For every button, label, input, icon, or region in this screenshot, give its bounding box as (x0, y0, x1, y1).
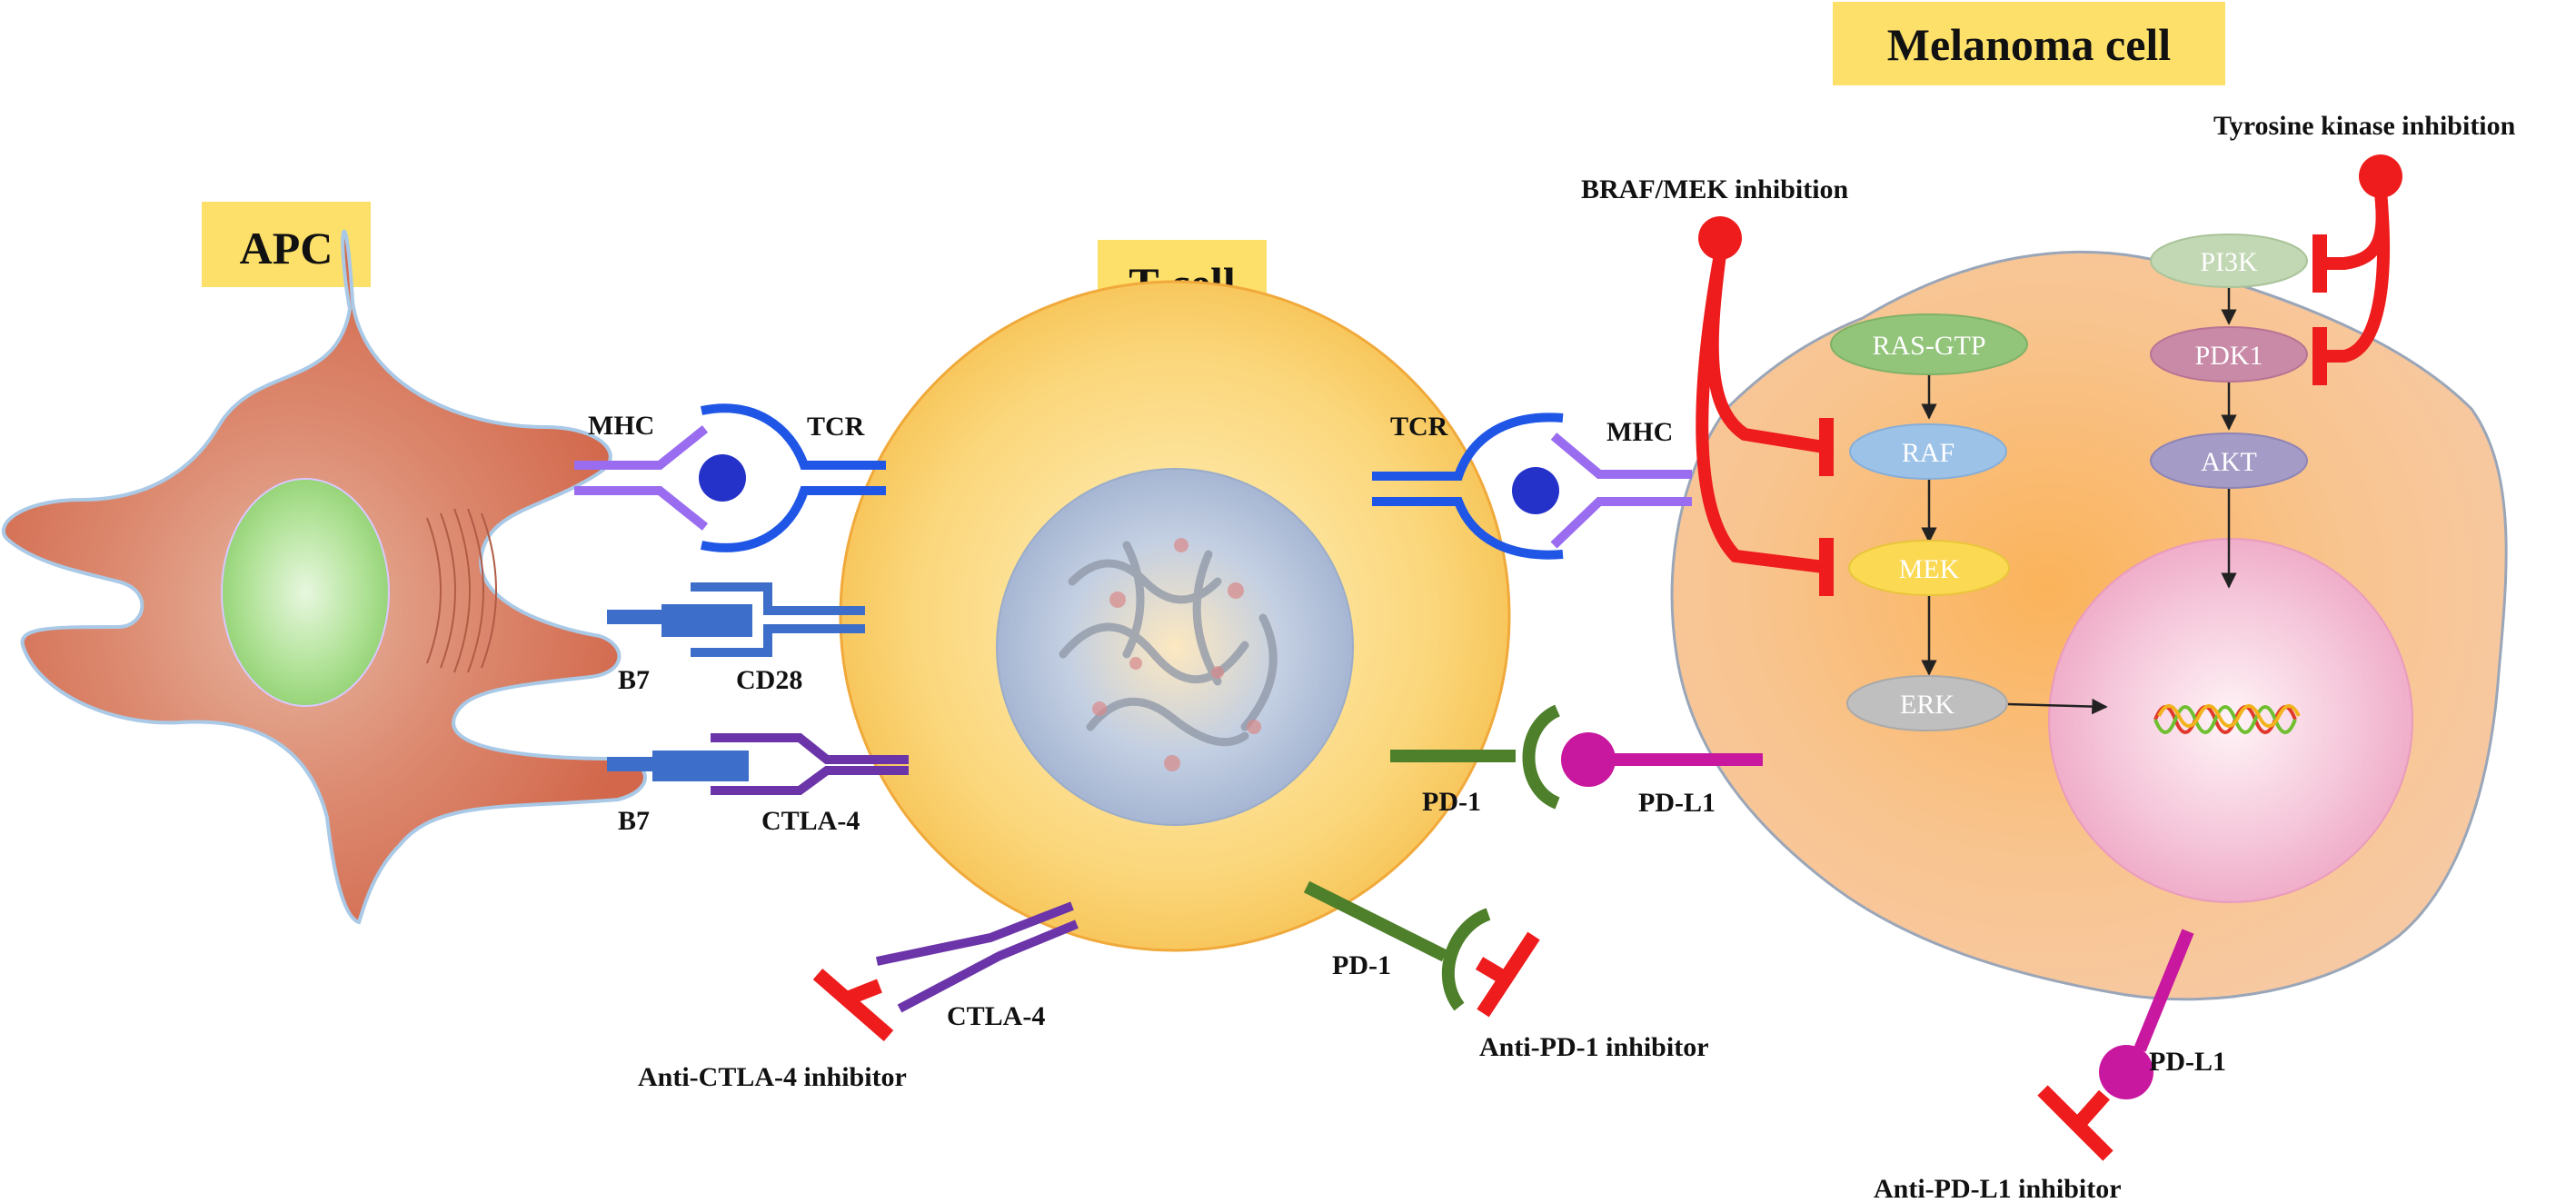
pd1-free-stem (1303, 880, 1448, 962)
b7-top-block (661, 604, 752, 637)
pdk1-text: PDK1 (2194, 341, 2263, 371)
ras-gtp-text: RAS-GTP (1872, 331, 1985, 361)
pd1-free: PD-1 Anti-PD-1 inhibitor (1303, 880, 1709, 1062)
antigen-left (699, 454, 746, 502)
tyrosine-label: Tyrosine kinase inhibition (2213, 111, 2516, 141)
dna-icon (2153, 704, 2301, 734)
melanoma-cell (1670, 250, 2508, 1001)
mhc-left-label: MHC (588, 411, 654, 441)
cd28-label: CD28 (736, 665, 802, 695)
apc-title-text: APC (240, 223, 333, 273)
pdl1-free-stem (2133, 929, 2194, 1052)
ctla4-free-label: CTLA-4 (947, 1001, 1045, 1031)
braf-mek-ball (1698, 216, 1742, 260)
akt-text: AKT (2201, 447, 2257, 477)
erk-node (1846, 675, 2008, 731)
apc-cell (2, 229, 647, 925)
pdl1-free-ball (2099, 1045, 2153, 1099)
antigen-right (1512, 467, 1559, 514)
braf-mek-inhibitor: BRAF/MEK inhibition (1581, 174, 1849, 596)
pd1-pdl1-bound: PD-1 PD-L1 (1390, 704, 1763, 818)
ras-gtp-node (1830, 313, 2028, 375)
ctla4-free: CTLA-4 Anti-CTLA-4 inhibitor (638, 901, 1079, 1092)
anti-ctla4-label: Anti-CTLA-4 inhibitor (638, 1062, 907, 1092)
t-cell (839, 280, 1511, 952)
mhc-left-receptor (574, 425, 709, 531)
raf-node (1849, 423, 2007, 480)
mhc-right-label: MHC (1606, 417, 1673, 447)
pi3k-pathway: PI3K PDK1 AKT (2150, 234, 2308, 589)
ctla4-free-receptor (875, 901, 1079, 1013)
tk-line-pdk1 (2322, 192, 2391, 363)
mek-node (1848, 540, 2010, 596)
b7-top-label: B7 (618, 665, 650, 695)
anti-pdl1-label: Anti-PD-L1 inhibitor (1874, 1174, 2122, 1203)
tyrosine-kinase-inhibitor: Tyrosine kinase inhibition (2213, 111, 2516, 385)
anti-pd1-inhibitor-icon (1475, 931, 1540, 1018)
pdl1-bound-ball (1561, 732, 1616, 787)
tk-line-pi3k (2322, 192, 2389, 270)
mhc-right-receptor (1550, 432, 1692, 549)
b7-ctla4: B7 CTLA-4 (607, 733, 909, 836)
apc-golgi (426, 508, 497, 673)
tcr-left-receptor (700, 403, 886, 552)
b7-bottom-label: B7 (618, 806, 650, 836)
pd1-bound-cup (1522, 704, 1561, 810)
tcell-nucleus (996, 468, 1354, 826)
pd1-free-cup (1441, 908, 1491, 1011)
pdl1-bound-label: PD-L1 (1638, 788, 1716, 818)
b7-cd28: B7 CD28 (607, 582, 865, 695)
tcr-right-label: TCR (1390, 412, 1448, 442)
akt-node (2150, 432, 2308, 489)
anti-ctla4-inhibitor-icon (812, 968, 894, 1042)
tcr-mhc-right: TCR MHC (1372, 412, 1692, 560)
cd28-receptor (691, 582, 865, 657)
arrow-erk-dna (2007, 698, 2108, 715)
pi3k-text: PI3K (2200, 247, 2258, 277)
raf-text: RAF (1902, 438, 1954, 468)
tcr-right-receptor (1372, 413, 1564, 560)
pdl1-free: PD-L1 Anti-PD-L1 inhibitor (1874, 929, 2226, 1203)
pd1-free-label: PD-1 (1332, 950, 1391, 980)
ctla4-bound-receptor (711, 733, 909, 795)
b7-top-bar (607, 610, 661, 624)
mapk-pathway: RAS-GTP RAF MEK ERK (1830, 313, 2108, 731)
b7-bottom-block (652, 751, 749, 781)
tcr-mhc-left: MHC TCR (574, 403, 886, 552)
melanoma-title-box (1833, 2, 2225, 85)
melanoma-title-text: Melanoma cell (1887, 19, 2172, 70)
pd1-bound-label: PD-1 (1422, 787, 1481, 817)
pdk1-node (2150, 326, 2308, 383)
pdl1-free-label: PD-L1 (2149, 1047, 2226, 1077)
braf-mek-label: BRAF/MEK inhibition (1581, 174, 1849, 204)
erk-text: ERK (1900, 690, 1954, 720)
anti-pdl1-inhibitor-icon (2037, 1085, 2114, 1161)
tcr-left-label: TCR (807, 412, 865, 442)
melanoma-title: Melanoma cell (1833, 2, 2225, 85)
tk-ball (2359, 154, 2402, 198)
b7-bottom-bar (607, 757, 661, 771)
mek-text: MEK (1899, 554, 1960, 584)
anti-pd1-label: Anti-PD-1 inhibitor (1479, 1032, 1709, 1062)
braf-mek-line-mek (1696, 253, 1825, 573)
pi3k-node (2150, 234, 2308, 288)
melanoma-nucleus (2048, 538, 2413, 903)
ctla4-bound-label: CTLA-4 (761, 806, 860, 836)
apc-nucleus (221, 478, 390, 707)
tcell-granules (1092, 538, 1261, 771)
